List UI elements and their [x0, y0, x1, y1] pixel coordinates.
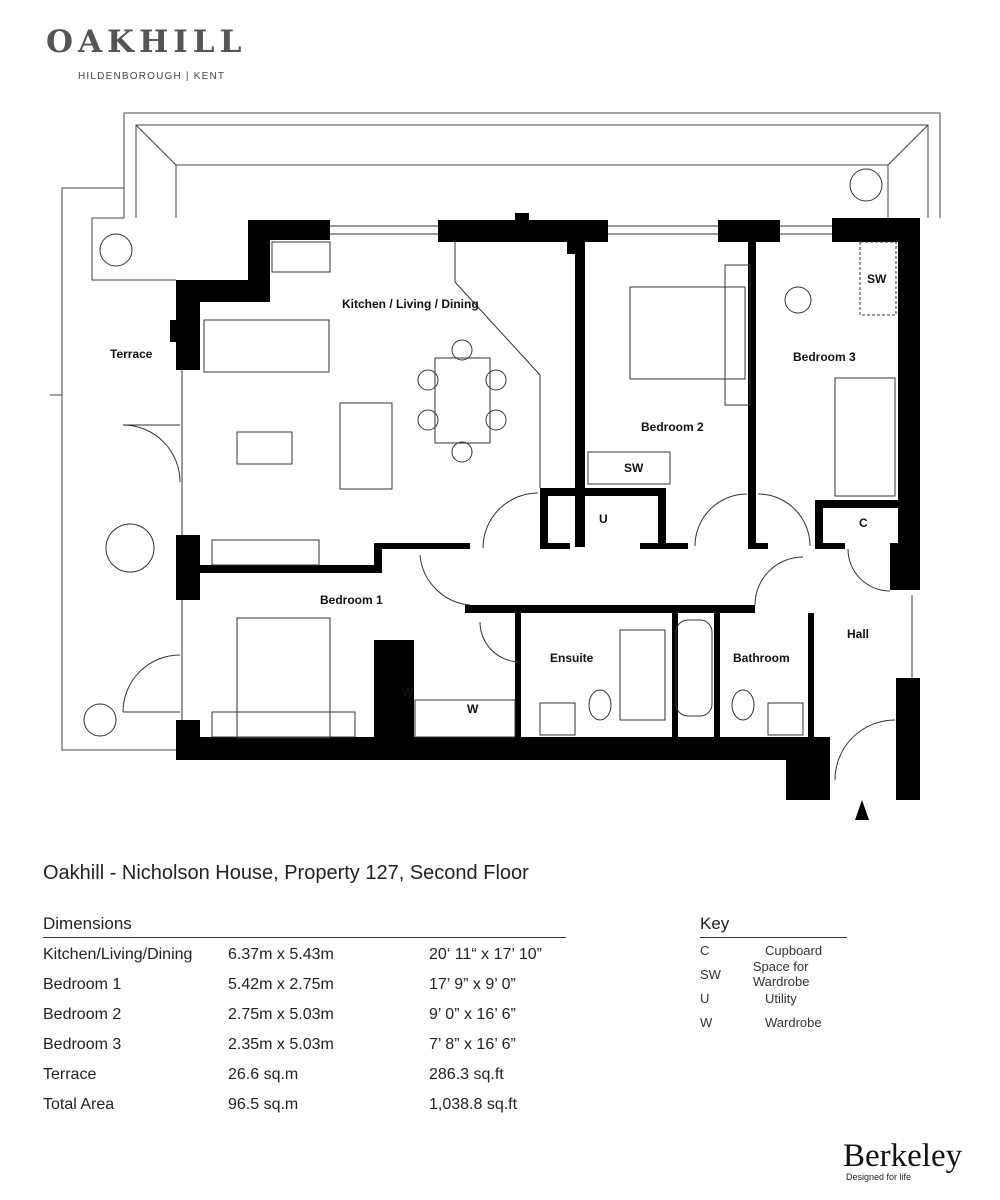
location-subtitle: HILDENBOROUGH | KENT [78, 71, 226, 82]
dimension-row: Bedroom 2 2.75m x 5.03m 9’ 0” x 16’ 6” [43, 1000, 566, 1030]
metric-size: 5.42m x 2.75m [228, 976, 334, 993]
dimension-row: Bedroom 1 5.42m x 2.75m 17’ 9” x 9’ 0” [43, 970, 566, 1000]
room-label-bedroom-2: Bedroom 2 [641, 420, 704, 434]
floor-plan: Kitchen / Living / Dining Terrace Bedroo… [50, 112, 941, 820]
metric-size: 2.35m x 5.03m [228, 1036, 334, 1053]
oakhill-logo: OAKHILL [46, 24, 247, 60]
key-row: C Cupboard [700, 938, 847, 962]
imperial-size: 20‘ 11“ x 17’ 10” [429, 946, 542, 963]
room-labels: Kitchen / Living / Dining Terrace Bedroo… [110, 272, 887, 716]
room-name: Kitchen/Living/Dining [43, 946, 193, 963]
room-name: Terrace [43, 1066, 97, 1083]
key-row: W Wardrobe [700, 1010, 847, 1034]
room-label-wardrobe-1: W [402, 685, 414, 699]
key-meaning: Cupboard [765, 942, 823, 958]
room-label-sw-bedroom-3: SW [867, 272, 887, 286]
key-row: U Utility [700, 986, 847, 1010]
dimension-row: Total Area 96.5 sq.m 1,038.8 sq.ft [43, 1090, 566, 1120]
metric-size: 26.6 sq.m [228, 1066, 299, 1083]
key-code: W [700, 1014, 713, 1030]
entrance-arrow [855, 800, 869, 820]
room-name: Bedroom 3 [43, 1036, 122, 1053]
room-label-terrace: Terrace [110, 347, 153, 361]
room-label-cupboard: C [859, 516, 868, 530]
imperial-size: 286.3 sq.ft [429, 1066, 504, 1083]
metric-size: 96.5 sq.m [228, 1096, 299, 1113]
imperial-size: 9’ 0” x 16’ 6” [429, 1006, 516, 1023]
terrace-outline [50, 112, 941, 751]
metric-size: 6.37m x 5.43m [228, 946, 334, 963]
property-title: Oakhill - Nicholson House, Property 127,… [43, 862, 529, 884]
berkeley-tagline: Designed for life [846, 1172, 912, 1182]
room-label-kitchen-living-dining: Kitchen / Living / Dining [342, 297, 479, 311]
key-meaning: Wardrobe [765, 1014, 822, 1030]
room-name: Bedroom 1 [43, 976, 122, 993]
imperial-size: 7’ 8” x 16’ 6” [429, 1036, 516, 1053]
key-code: SW [700, 966, 721, 982]
berkeley-logo: Berkeley [843, 1138, 963, 1174]
furniture [83, 168, 913, 781]
imperial-size: 17’ 9” x 9’ 0” [429, 976, 516, 993]
dimension-row: Kitchen/Living/Dining 6.37m x 5.43m 20‘ 11… [43, 940, 566, 970]
key-row: SW Space for Wardrobe [700, 959, 847, 989]
key-code: C [700, 942, 710, 958]
key-meaning: Space for Wardrobe [752, 959, 810, 989]
dimensions-table: Dimensions Kitchen/Living/Dining 6.37m x … [43, 914, 566, 1120]
room-label-hall: Hall [847, 627, 869, 641]
metric-size: 2.75m x 5.03m [228, 1006, 334, 1023]
key-code: U [700, 990, 710, 1006]
room-label-sw-bedroom-2: SW [624, 461, 644, 475]
dimension-row: Terrace 26.6 sq.m 286.3 sq.ft [43, 1060, 566, 1090]
room-label-bedroom-1: Bedroom 1 [320, 593, 383, 607]
room-name: Total Area [43, 1096, 115, 1113]
key-meaning: Utility [765, 990, 797, 1006]
room-label-ensuite: Ensuite [550, 651, 594, 665]
room-label-wardrobe-2: W [467, 702, 479, 716]
walls [170, 213, 920, 820]
dimension-row: Bedroom 3 2.35m x 5.03m 7’ 8” x 16’ 6” [43, 1030, 566, 1060]
imperial-size: 1,038.8 sq.ft [429, 1096, 518, 1113]
key-heading: Key [700, 914, 847, 938]
room-label-bedroom-3: Bedroom 3 [793, 350, 856, 364]
room-name: Bedroom 2 [43, 1006, 122, 1023]
dimensions-heading: Dimensions [43, 914, 566, 938]
room-label-utility: U [599, 512, 608, 526]
room-label-bathroom: Bathroom [733, 651, 790, 665]
